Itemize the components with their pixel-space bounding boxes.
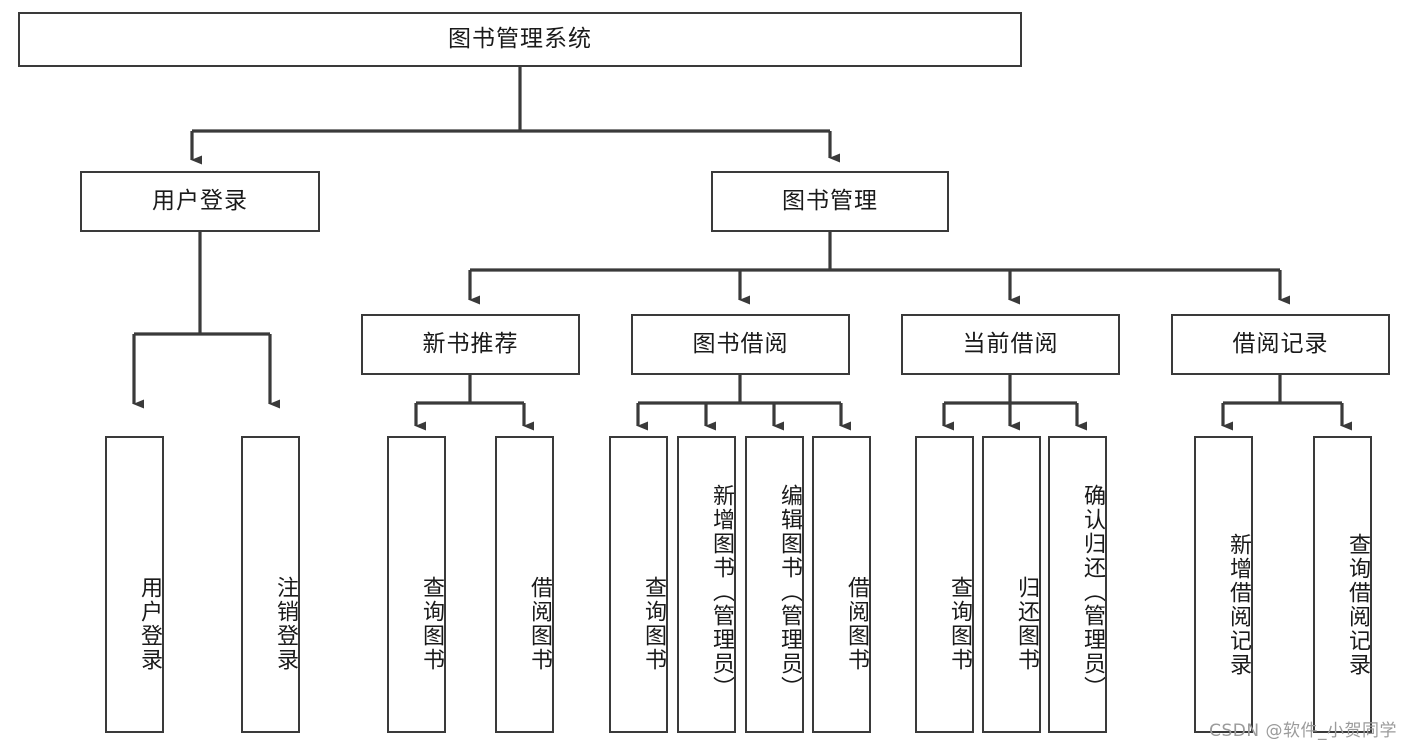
leaf-newbook-query-books[interactable]: 查询图书 [387,436,446,733]
leaf-currentborrow-confirm-return-admin[interactable]: 确认归还（管理员） [1048,436,1107,733]
node-new-book-recommend[interactable]: 新书推荐 [361,314,580,375]
leaf-currentborrow-query-books[interactable]: 查询图书 [915,436,974,733]
node-current-borrow[interactable]: 当前借阅 [901,314,1120,375]
leaf-bookborrow-query-books[interactable]: 查询图书 [609,436,668,733]
leaf-bookborrow-borrow-books[interactable]: 借阅图书 [812,436,871,733]
leaf-bookborrow-edit-book-admin[interactable]: 编辑图书（管理员） [745,436,804,733]
csdn-watermark: CSDN @软件_小贺同学 [1209,721,1397,741]
leaf-borrowrec-add-record[interactable]: 新增借阅记录 [1194,436,1253,733]
leaf-bookborrow-add-book-admin[interactable]: 新增图书（管理员） [677,436,736,733]
node-root-system[interactable]: 图书管理系统 [18,12,1022,67]
leaf-borrowrec-query-record[interactable]: 查询借阅记录 [1313,436,1372,733]
node-borrow-records[interactable]: 借阅记录 [1171,314,1390,375]
leaf-currentborrow-return-books[interactable]: 归还图书 [982,436,1041,733]
node-user-login[interactable]: 用户登录 [80,171,320,232]
leaf-newbook-borrow-books[interactable]: 借阅图书 [495,436,554,733]
node-book-borrow[interactable]: 图书借阅 [631,314,850,375]
leaf-user-login[interactable]: 用户登录 [105,436,164,733]
leaf-logout[interactable]: 注销登录 [241,436,300,733]
node-book-manage[interactable]: 图书管理 [711,171,949,232]
